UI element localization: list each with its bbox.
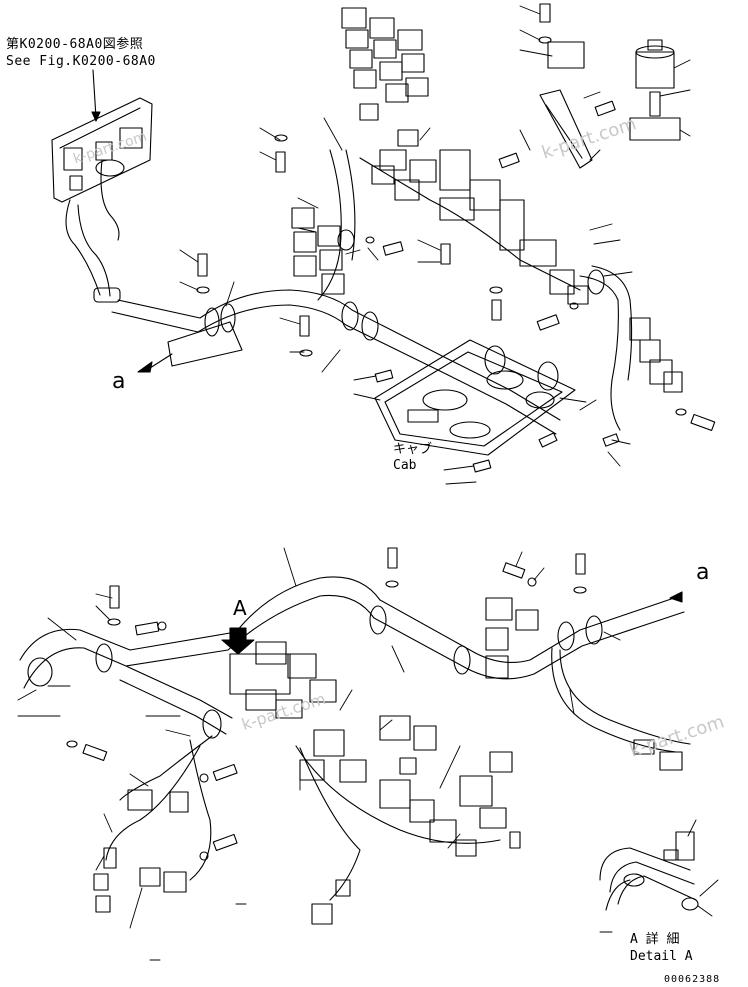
detail-label-en: Detail A (630, 949, 693, 964)
connector-group-lower-right (485, 597, 683, 771)
wire-lower-right (559, 649, 691, 745)
part-number: 00062388 (664, 974, 721, 985)
wire-lower-right-2 (551, 647, 677, 753)
wire-lower-2 (299, 747, 361, 901)
sleeve-2 (220, 303, 236, 333)
detail-label-jp: A 詳 細 (630, 932, 680, 947)
cab-label-jp: キャブ (393, 442, 433, 457)
view-arrow-label: A (233, 596, 247, 620)
leader-lines-lower (17, 547, 719, 961)
sleeve-l5 (453, 645, 471, 675)
wire-left-2 (77, 204, 111, 297)
bolt-set-lower (66, 547, 587, 861)
sleeve-l2 (95, 643, 113, 673)
wire-upper-3 (359, 157, 581, 291)
wire-lower-4 (105, 745, 201, 861)
connector-mark-lower: a (696, 560, 710, 585)
wire-left-1 (65, 199, 101, 296)
wire-upper-1 (317, 149, 342, 301)
connector-cluster-lower (299, 715, 521, 857)
sleeve-l4 (369, 605, 387, 635)
connector-group-right (629, 317, 683, 393)
reference-figure-en: See Fig.K0200-68A0 (6, 54, 156, 69)
wire-right-down-2 (591, 265, 633, 381)
leader-lines-upper (179, 5, 691, 485)
main-conduit-upper (111, 289, 561, 435)
reference-figure-jp: 第K0200-68A0図参照 (6, 37, 144, 52)
wire-left-3 (100, 159, 120, 241)
wire-upper-2 (345, 149, 356, 261)
bracket-plate (539, 41, 593, 169)
detail-A-drawing (599, 831, 699, 911)
cab-label-en: Cab (393, 458, 417, 473)
relay-cluster-middle (371, 129, 589, 305)
sleeve-l7 (585, 615, 603, 645)
sleeve-1 (204, 307, 220, 337)
sleeve-3 (341, 301, 359, 331)
sleeve-4 (361, 311, 379, 341)
junction-block-lower (229, 641, 337, 719)
control-board-panel (51, 97, 153, 203)
sleeve-l6 (557, 621, 575, 651)
sleeve-5 (587, 269, 605, 295)
wire-lower-1 (295, 745, 501, 844)
leader-arrowhead (91, 111, 101, 122)
wire-lower-5 (189, 739, 212, 881)
reference-leader-line (92, 69, 97, 119)
cable-clamp-left (93, 287, 121, 303)
solenoid-valve (629, 39, 681, 141)
sleeve-6 (337, 229, 355, 251)
view-arrow-A (221, 627, 255, 655)
relay-block-stack (341, 7, 429, 121)
cab-floor-plate (374, 339, 576, 456)
bolt-set-upper (196, 3, 716, 473)
main-conduit-lower (19, 576, 685, 735)
sleeve-l3 (202, 709, 222, 739)
relay-column-left (291, 207, 345, 295)
sleeve-l1 (27, 657, 53, 687)
connector-group-lower-left (93, 789, 351, 925)
connector-mark-upper: a (112, 369, 126, 394)
wire-right-down (579, 275, 621, 431)
